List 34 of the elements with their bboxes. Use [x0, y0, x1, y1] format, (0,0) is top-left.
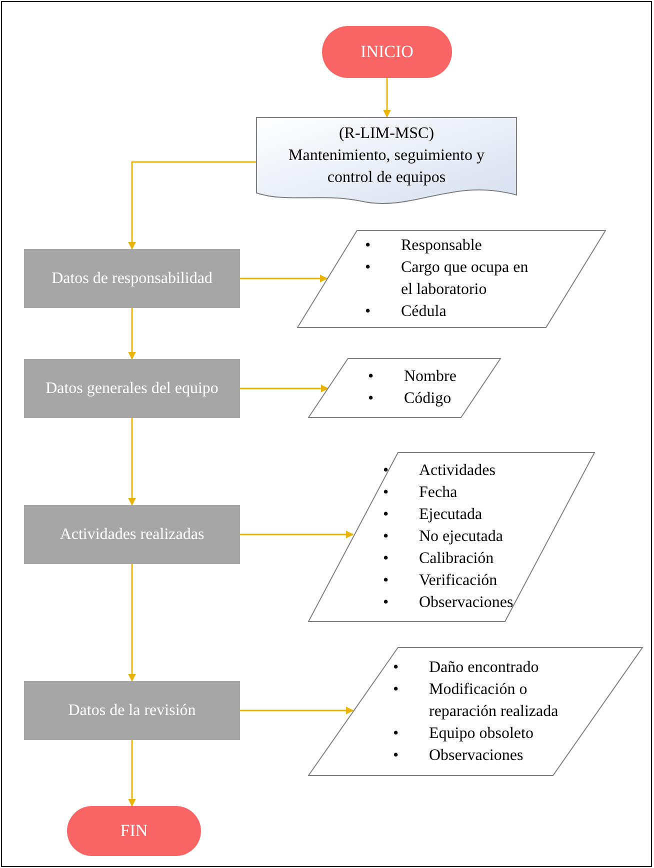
bullet-item: • Equipo obsoleto — [393, 724, 534, 744]
process-box: Datos de la revisión — [24, 681, 240, 740]
arrow — [128, 418, 136, 506]
bullet-item: • Código — [368, 389, 452, 409]
bullet-item: • Observaciones — [393, 746, 524, 766]
process-box: Actividades realizadas — [24, 505, 240, 564]
bullet-item: • Nombre — [368, 367, 458, 387]
bullet-item: • Cargo que ocupa en el laboratorio — [365, 258, 530, 300]
bullet-item: • Fecha — [383, 483, 458, 503]
arrow — [128, 740, 136, 807]
bullet-item: • Verificación — [383, 571, 498, 591]
bullet-item: • Ejecutada — [383, 505, 484, 525]
bullet-item: • Observaciones — [383, 593, 514, 613]
arrow — [240, 384, 329, 392]
arrow — [128, 161, 256, 250]
process-box: Datos generales del equipo — [24, 359, 240, 418]
arrow — [240, 530, 354, 538]
bullet-item: • Cédula — [365, 302, 448, 322]
bullet-item: • Actividades — [383, 461, 496, 481]
bullet-item: • Modificación o reparación realizada — [393, 680, 560, 722]
arrow — [128, 564, 136, 682]
document-text: Mantenimiento, seguimiento y control de equipos — [288, 146, 486, 188]
arrow — [240, 274, 328, 282]
terminal-pill: INICIO — [322, 26, 452, 78]
bullet-item: • Daño encontrado — [393, 658, 540, 678]
arrow — [128, 308, 136, 360]
document-text: (R-LIM-MSC) — [338, 124, 434, 144]
arrow — [240, 706, 354, 714]
terminal-pill: FIN — [67, 806, 201, 856]
bullet-item: • Calibración — [383, 549, 495, 569]
process-box: Datos de responsabilidad — [24, 249, 240, 308]
bullet-item: • Responsable — [365, 236, 483, 256]
arrow — [383, 78, 391, 118]
bullet-item: • No ejecutada — [383, 527, 504, 547]
